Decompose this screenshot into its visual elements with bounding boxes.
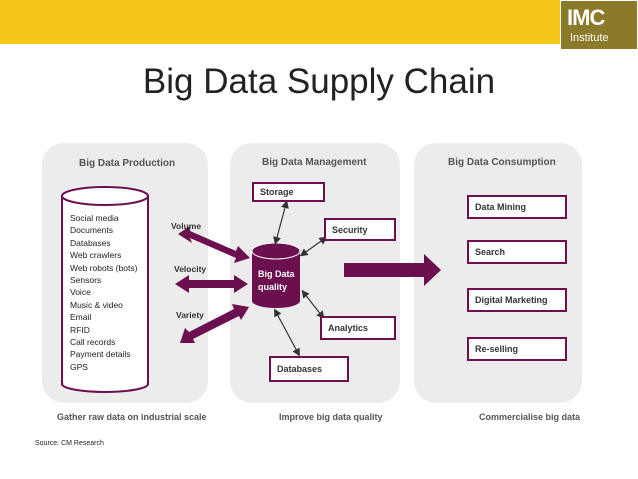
production-item-list: Social media Documents Databases Web cra… bbox=[70, 212, 137, 373]
production-item: GPS bbox=[70, 361, 88, 372]
management-footer: Improve big data quality bbox=[279, 412, 383, 422]
logo-main-text: IMC bbox=[567, 5, 605, 30]
logo-sub-text: Institute bbox=[570, 32, 609, 44]
variety-arrow bbox=[180, 304, 249, 343]
data-mining-box: Data Mining bbox=[467, 195, 567, 219]
production-item: Call records bbox=[70, 337, 116, 348]
storage-connector bbox=[273, 200, 289, 245]
search-box: Search bbox=[467, 240, 567, 264]
top-bar bbox=[0, 0, 638, 44]
management-title: Big Data Management bbox=[262, 157, 367, 168]
production-item: Voice bbox=[70, 287, 91, 298]
variety-label: Variety bbox=[176, 310, 204, 320]
imc-logo: IMC Institute bbox=[560, 0, 638, 50]
big-data-quality-label: Big Data quality bbox=[258, 269, 295, 292]
databases-box: Databases bbox=[269, 356, 349, 382]
security-box: Security bbox=[324, 218, 396, 241]
production-item: Music & video bbox=[70, 299, 123, 310]
volume-arrow bbox=[178, 226, 250, 263]
analytics-box: Analytics bbox=[320, 316, 396, 340]
production-item: Databases bbox=[70, 237, 111, 248]
production-item: RFID bbox=[70, 324, 90, 335]
consumption-footer: Commercialise big data bbox=[479, 412, 581, 422]
output-arrow bbox=[344, 254, 441, 286]
storage-box: Storage bbox=[252, 182, 325, 202]
big-data-quality-cylinder bbox=[251, 242, 301, 308]
production-item: Web crawlers bbox=[70, 250, 122, 261]
analytics-connector bbox=[301, 289, 325, 320]
production-item: Social media bbox=[70, 213, 119, 223]
re-selling-box: Re-selling bbox=[467, 337, 567, 361]
volume-label: Volume bbox=[171, 221, 202, 231]
production-cylinder bbox=[61, 186, 149, 393]
consumption-title: Big Data Consumption bbox=[448, 157, 556, 168]
source-note: Source: CM Research bbox=[35, 440, 104, 447]
digital-marketing-box: Digital Marketing bbox=[467, 288, 567, 312]
production-title: Big Data Production bbox=[79, 158, 176, 169]
production-item: Sensors bbox=[70, 275, 102, 286]
production-item: Documents bbox=[70, 225, 113, 236]
velocity-arrow bbox=[175, 275, 248, 293]
velocity-label: Velocity bbox=[174, 264, 207, 274]
production-footer: Gather raw data on industrial scale bbox=[57, 412, 207, 422]
slide-title: Big Data Supply Chain bbox=[142, 62, 496, 101]
security-connector bbox=[299, 236, 328, 257]
production-item: Email bbox=[70, 312, 92, 323]
production-item: Web robots (bots) bbox=[70, 262, 138, 273]
databases-connector bbox=[274, 308, 300, 357]
production-item: Payment details bbox=[70, 349, 131, 360]
